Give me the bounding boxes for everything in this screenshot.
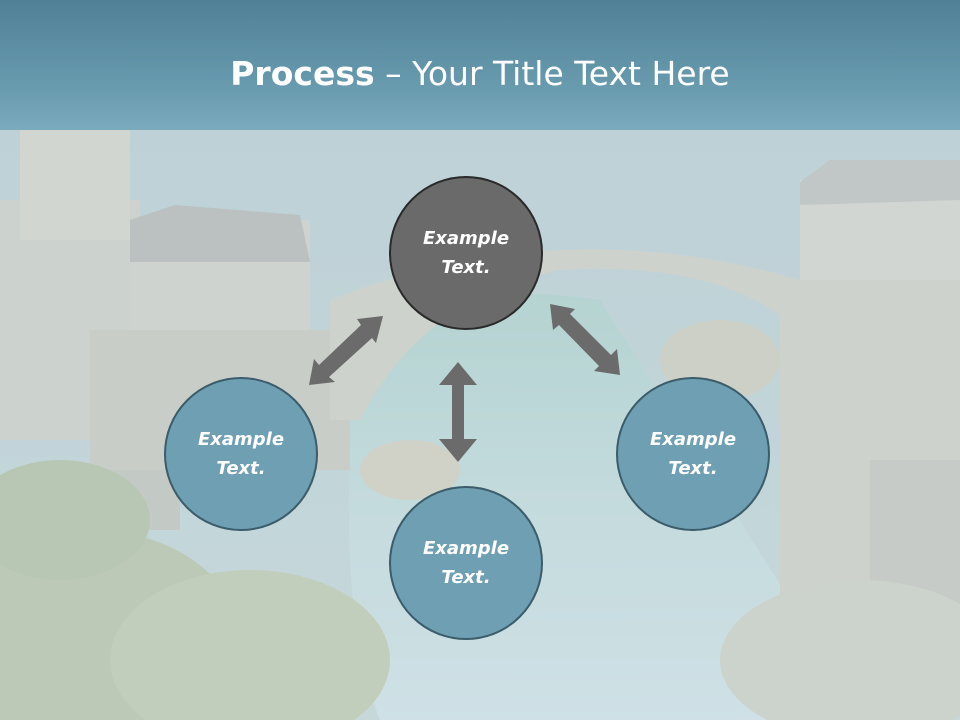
- title-rest: – Your Title Text Here: [374, 54, 730, 93]
- node-right: Example Text.: [616, 377, 770, 531]
- node-bottom: Example Text.: [389, 486, 543, 640]
- node-bottom-line1: Example: [422, 538, 510, 559]
- node-right-line1: Example: [649, 429, 737, 450]
- node-center: Example Text.: [389, 176, 543, 330]
- arrow-center-right: [550, 304, 620, 375]
- title-bar: [0, 0, 960, 130]
- node-left-line1: Example: [197, 429, 285, 450]
- arrow-center-bottom: [439, 362, 477, 462]
- node-bottom-line2: Text.: [441, 567, 491, 588]
- node-left-line2: Text.: [216, 458, 266, 479]
- node-center-line2: Text.: [441, 257, 491, 278]
- node-center-line1: Example: [422, 228, 510, 249]
- arrow-center-left: [309, 316, 383, 385]
- slide-title: Process – Your Title Text Here: [0, 52, 960, 96]
- node-left: Example Text.: [164, 377, 318, 531]
- title-bold: Process: [230, 54, 375, 93]
- node-right-line2: Text.: [668, 458, 718, 479]
